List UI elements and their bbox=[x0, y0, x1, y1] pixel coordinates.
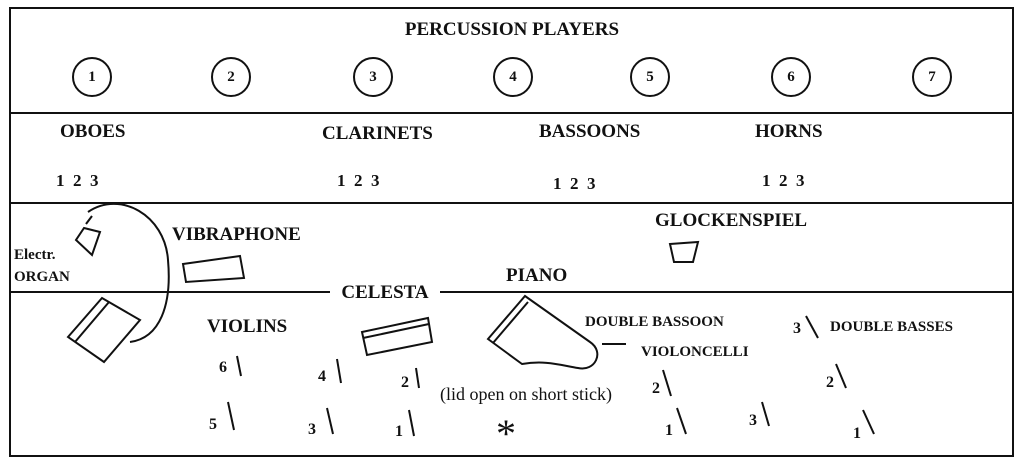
violins-label: VIOLINS bbox=[207, 316, 288, 337]
percussion-player-1: 1 bbox=[72, 57, 112, 97]
vibraphone-shape bbox=[181, 254, 246, 284]
bassoons-label: BASSOONS bbox=[539, 121, 641, 142]
piano-note: (lid open on short stick) bbox=[440, 384, 612, 404]
percussion-player-7: 7 bbox=[912, 57, 952, 97]
violin-desk-3 bbox=[326, 407, 334, 435]
horns-numbers: 1 2 3 bbox=[762, 171, 805, 190]
double-basses-label: DOUBLE BASSES bbox=[830, 319, 953, 335]
cello-desk-1 bbox=[676, 407, 687, 435]
celesta-label: CELESTA bbox=[330, 283, 440, 302]
clarinets-numbers: 1 2 3 bbox=[337, 171, 380, 190]
glockenspiel-label: GLOCKENSPIEL bbox=[655, 210, 808, 231]
violoncelli-label: VIOLONCELLI bbox=[641, 344, 749, 360]
outer-frame bbox=[9, 7, 1014, 457]
violin-desk-4-number: 4 bbox=[318, 368, 326, 385]
violin-desk-1-number: 1 bbox=[395, 423, 403, 440]
violin-desk-6-number: 6 bbox=[219, 359, 227, 376]
percussion-players-title: PERCUSSION PLAYERS bbox=[404, 19, 620, 40]
percussion-player-4: 4 bbox=[493, 57, 533, 97]
vibraphone-label: VIBRAPHONE bbox=[172, 224, 301, 245]
organ-cable bbox=[87, 202, 170, 343]
cello-desk-3-number: 3 bbox=[749, 412, 757, 429]
organ-label-line2: ORGAN bbox=[14, 269, 70, 285]
piano-label: PIANO bbox=[506, 265, 568, 286]
cello-desk-2 bbox=[662, 369, 672, 397]
bass-desk-3 bbox=[805, 315, 819, 339]
clarinets-label: CLARINETS bbox=[322, 123, 433, 144]
violin-desk-5-number: 5 bbox=[209, 416, 217, 433]
violin-desk-3-number: 3 bbox=[308, 421, 316, 438]
violin-desk-5 bbox=[227, 401, 235, 431]
organ-speaker-stem bbox=[85, 215, 93, 225]
bass-desk-3-number: 3 bbox=[793, 320, 801, 337]
bass-desk-2 bbox=[835, 363, 847, 389]
oboes-numbers: 1 2 3 bbox=[56, 171, 99, 190]
organ-body bbox=[66, 296, 142, 364]
organ-label-line1: Electr. bbox=[14, 247, 56, 263]
double-bassoon-label: DOUBLE BASSOON bbox=[585, 314, 724, 330]
oboes-label: OBOES bbox=[60, 121, 126, 142]
percussion-player-2: 2 bbox=[211, 57, 251, 97]
bass-desk-1 bbox=[862, 409, 875, 435]
horns-label: HORNS bbox=[755, 121, 823, 142]
piano-shape bbox=[486, 294, 599, 370]
cello-desk-2-number: 2 bbox=[652, 380, 660, 397]
glockenspiel-shape bbox=[668, 240, 700, 263]
percussion-player-6: 6 bbox=[771, 57, 811, 97]
violin-desk-6 bbox=[236, 355, 242, 377]
violin-desk-2-number: 2 bbox=[401, 374, 409, 391]
celesta-shape bbox=[360, 316, 434, 357]
bass-desk-2-number: 2 bbox=[826, 374, 834, 391]
percussion-player-5: 5 bbox=[630, 57, 670, 97]
violin-desk-1 bbox=[408, 409, 415, 437]
violin-desk-2 bbox=[415, 367, 420, 389]
organ-speaker bbox=[74, 226, 102, 257]
percussion-player-3: 3 bbox=[353, 57, 393, 97]
violin-desk-4 bbox=[336, 358, 342, 384]
bass-desk-1-number: 1 bbox=[853, 425, 861, 442]
cello-desk-1-number: 1 bbox=[665, 422, 673, 439]
cello-desk-3 bbox=[761, 401, 770, 427]
conductor-asterisk: * bbox=[496, 411, 516, 456]
bassoons-numbers: 1 2 3 bbox=[553, 174, 596, 193]
